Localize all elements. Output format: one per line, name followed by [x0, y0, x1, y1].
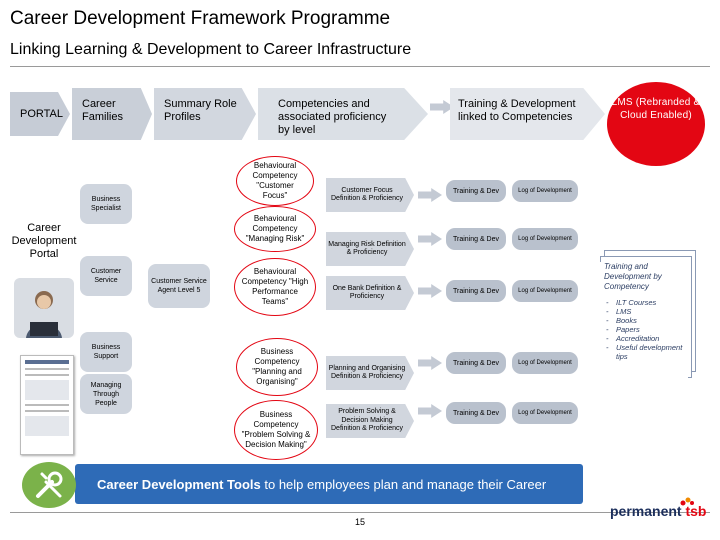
- banner-text: to help employees plan and manage their …: [260, 476, 547, 492]
- log-development-button[interactable]: Log of Development: [512, 352, 578, 374]
- training-dev-button[interactable]: Training & Dev: [446, 280, 506, 302]
- person-icon: [26, 291, 62, 338]
- arrow-icon: [418, 356, 442, 370]
- list-item: Accreditation: [606, 334, 690, 343]
- role-profiles-step: [154, 88, 256, 140]
- career-families-label: Career Families: [82, 98, 123, 123]
- lms-label: LMS (Rebranded & Cloud Enabled): [611, 97, 701, 121]
- list-item: Books: [606, 316, 690, 325]
- training-dev-button[interactable]: Training & Dev: [446, 352, 506, 374]
- log-development-button[interactable]: Log of Development: [512, 228, 578, 250]
- header-divider: [10, 66, 710, 67]
- competency-ellipse: Business Competency "Planning and Organi…: [236, 338, 318, 396]
- banner-bold: Career Development Tools: [97, 476, 261, 492]
- flow-arrow-icon: [430, 100, 454, 114]
- person-laptop-image: [14, 278, 74, 338]
- brand-logo: permanent tsb: [610, 503, 706, 519]
- family-node: Managing Through People: [80, 374, 132, 414]
- training-dev-button[interactable]: Training & Dev: [446, 228, 506, 250]
- lms-panel-list: ILT Courses LMS Books Papers Accreditati…: [606, 298, 690, 361]
- list-item: Useful development tips: [606, 343, 690, 361]
- competency-ellipse: Business Competency "Problem Solving & D…: [234, 400, 318, 460]
- page-number: 15: [355, 517, 366, 527]
- log-development-button[interactable]: Log of Development: [512, 280, 578, 302]
- definition-pill: One Bank Definition & Proficiency: [326, 276, 414, 310]
- arrow-icon: [418, 404, 442, 418]
- tools-banner[interactable]: Career Development Tools to help employe…: [75, 464, 583, 504]
- training-dev-button[interactable]: Training & Dev: [446, 180, 506, 202]
- family-node: Business Support: [80, 332, 132, 372]
- definition-pill: Customer Focus Definition & Proficiency: [326, 178, 414, 212]
- role-profile-node: Customer Service Agent Level 5: [148, 264, 210, 308]
- competencies-label: Competencies and associated proficiency …: [278, 98, 387, 136]
- list-item: Papers: [606, 325, 690, 334]
- logo-dots-icon: [680, 494, 694, 506]
- training-step: [450, 88, 605, 140]
- competency-ellipse: Behavioural Competency "Managing Risk": [234, 206, 316, 252]
- logo-main: permanent: [610, 503, 682, 519]
- role-profiles-label: Summary Role Profiles: [164, 98, 237, 123]
- competency-ellipse: Behavioural Competency "Customer Focus": [236, 156, 314, 206]
- training-dev-button[interactable]: Training & Dev: [446, 402, 506, 424]
- lms-circle: LMS (Rebranded & Cloud Enabled): [607, 82, 705, 166]
- competencies-step: [258, 88, 428, 140]
- footer-divider: [10, 512, 710, 513]
- definition-pill: Planning and Organising Definition & Pro…: [326, 356, 414, 390]
- logo-accent: tsb: [685, 503, 707, 519]
- family-node: Customer Service: [80, 256, 132, 296]
- document-thumbnail: [20, 355, 74, 455]
- tools-icon: [22, 462, 76, 508]
- page-subtitle: Linking Learning & Development to Career…: [10, 41, 412, 58]
- list-item: ILT Courses: [606, 298, 690, 307]
- wrench-icon: [36, 471, 63, 498]
- portal-step: PORTAL: [10, 92, 70, 136]
- arrow-icon: [418, 284, 442, 298]
- lms-panel-title: Training and Development by Competency: [604, 262, 662, 291]
- definition-pill: Problem Solving & Decision Making Defini…: [326, 404, 414, 438]
- career-portal-label: Career Development Portal: [11, 222, 77, 260]
- list-item: LMS: [606, 307, 690, 316]
- training-label: Training & Development linked to Compete…: [458, 98, 576, 123]
- page-title: Career Development Framework Programme: [10, 8, 391, 29]
- family-node: Business Specialist: [80, 184, 132, 224]
- definition-pill: Managing Risk Definition & Proficiency: [326, 232, 414, 266]
- log-development-button[interactable]: Log of Development: [512, 402, 578, 424]
- arrow-icon: [418, 232, 442, 246]
- arrow-icon: [418, 188, 442, 202]
- log-development-button[interactable]: Log of Development: [512, 180, 578, 202]
- career-families-step: [72, 88, 152, 140]
- competency-ellipse: Behavioural Competency "High Performance…: [234, 258, 316, 316]
- portal-label: PORTAL: [20, 108, 63, 120]
